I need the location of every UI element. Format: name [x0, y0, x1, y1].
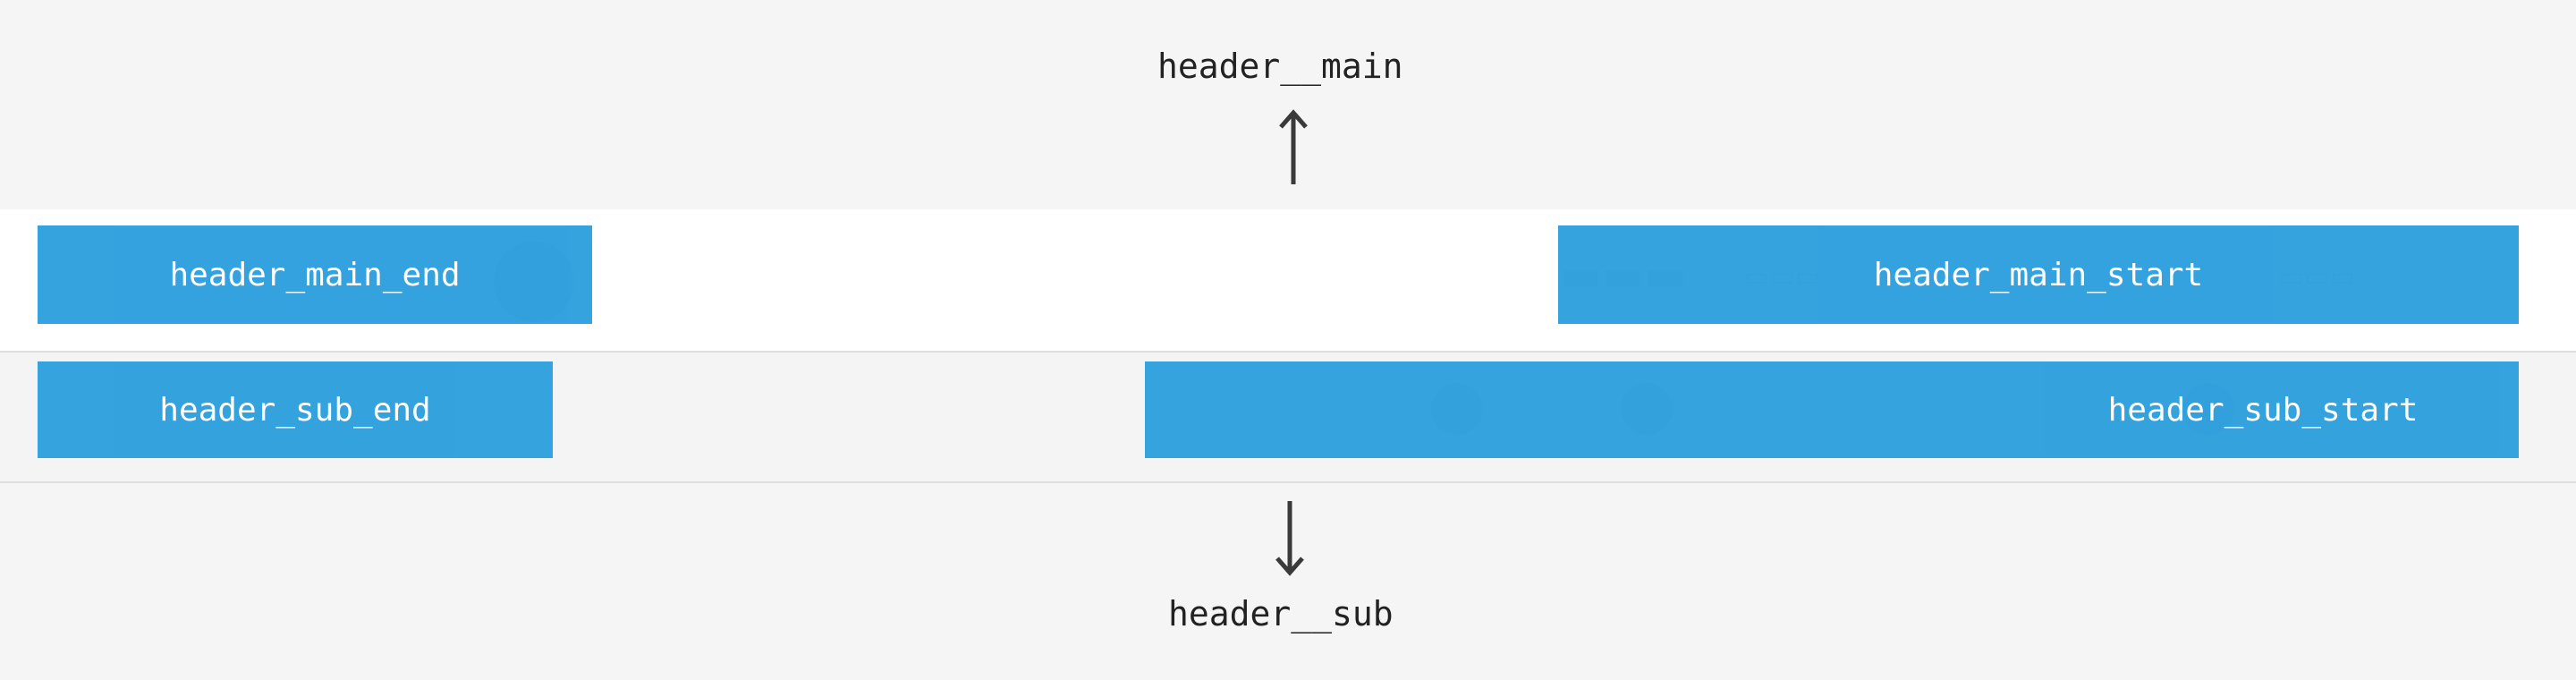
arrow-up-icon: [1279, 109, 1308, 184]
header-sub-start-label: header_sub_start: [2107, 391, 2419, 429]
header-main-row: ▬▬▬ ▭▭▭ ▭▭▭ header_main_end header_main_…: [0, 209, 2576, 353]
arrow-down-icon: [1275, 501, 1304, 576]
header-main-caption: header__main: [1157, 47, 1403, 86]
header-sub-end-region: header_sub_end: [38, 361, 553, 458]
header-main-end-label: header_main_end: [169, 256, 461, 293]
header-main-start-region: header_main_start: [1558, 225, 2519, 324]
header-sub-end-label: header_sub_end: [159, 391, 431, 429]
header-sub-row: header_sub_end header_sub_start: [0, 353, 2576, 483]
header-sub-caption: header__sub: [1168, 594, 1394, 633]
header-sub-start-region: header_sub_start: [1145, 361, 2519, 458]
header-main-end-region: header_main_end: [38, 225, 592, 324]
header-main-start-label: header_main_start: [1873, 256, 2204, 293]
